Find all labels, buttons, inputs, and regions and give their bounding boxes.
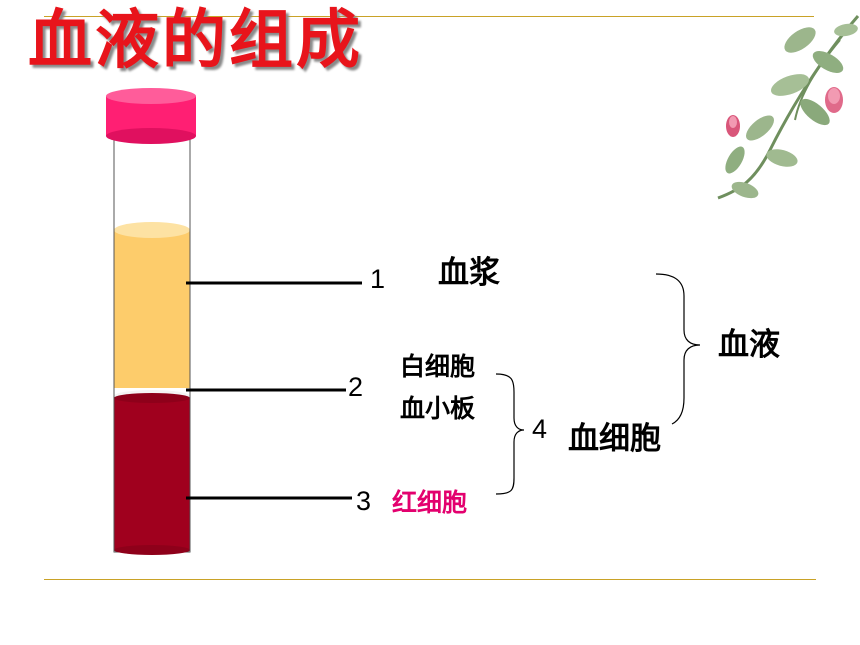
label-number-3: 3 xyxy=(356,486,372,516)
label-red-blood-cells: 红细胞 xyxy=(392,488,468,517)
label-number-2: 2 xyxy=(348,372,364,402)
flower-branch-icon xyxy=(717,15,860,200)
label-white-blood-cells: 白细胞 xyxy=(400,352,476,381)
plasma-layer xyxy=(114,230,190,388)
brace-blood-cells xyxy=(495,373,525,495)
top-rule xyxy=(44,16,814,17)
label-platelets: 血小板 xyxy=(400,394,476,423)
plasma-surface xyxy=(114,222,190,238)
label-blood-cells: 血细胞 xyxy=(568,421,661,457)
label-number-1: 1 xyxy=(370,264,386,294)
label-number-4: 4 xyxy=(532,414,548,444)
page-title: 血液的组成 xyxy=(28,4,363,78)
brace-blood xyxy=(655,273,701,425)
test-tube xyxy=(106,88,196,555)
label-blood: 血液 xyxy=(718,327,780,363)
red-cell-layer xyxy=(114,398,190,550)
bottom-rule xyxy=(44,579,816,580)
label-plasma: 血浆 xyxy=(438,255,500,291)
